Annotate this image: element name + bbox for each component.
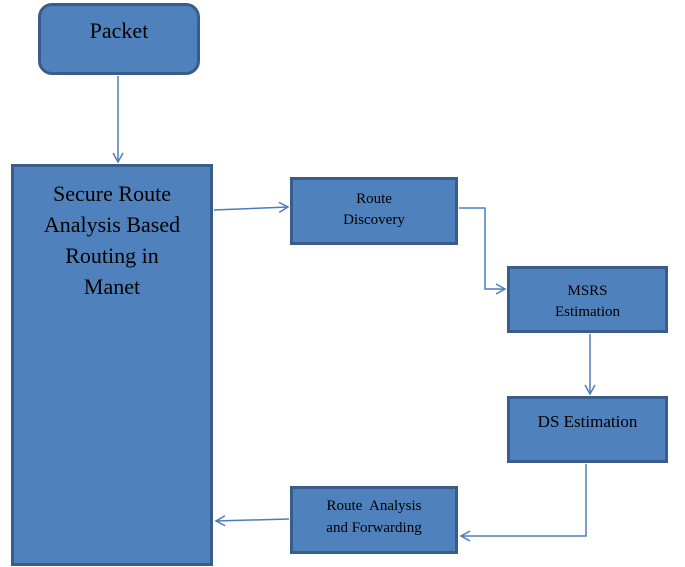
route-analysis-forwarding-box: Route Analysis and Forwarding [290,486,458,554]
route-analysis-label-line-2: and Forwarding [326,520,422,536]
arrow-ds-to-route-analysis [459,464,587,542]
msrs-estimation-box: MSRS Estimation [507,266,668,333]
route-discovery-label-line-1: Route [356,191,392,207]
msrs-label-line-1: MSRS [567,283,608,299]
ds-estimation-label: DS Estimation [537,412,638,431]
main-label-line-3: Routing in [65,243,159,268]
msrs-label-line-2: Estimation [555,304,620,320]
main-label-line-4: Manet [83,274,141,299]
main-label-line-2: Analysis Based [43,212,181,237]
route-discovery-label-line-2: Discovery [343,212,405,228]
arrow-route-analysis-to-main [214,515,290,527]
arrow-main-to-route-discovery [213,201,290,214]
arrow-route-discovery-to-msrs [459,207,507,295]
secure-route-analysis-box: Secure Route Analysis Based Routing in M… [11,164,213,566]
route-discovery-box: Route Discovery [290,177,458,245]
packet-label: Packet [89,18,149,43]
route-analysis-label-line-1: Route Analysis [326,498,422,514]
packet-box: Packet [38,3,200,75]
main-label-line-1: Secure Route [53,181,171,206]
ds-estimation-box: DS Estimation [507,396,668,463]
